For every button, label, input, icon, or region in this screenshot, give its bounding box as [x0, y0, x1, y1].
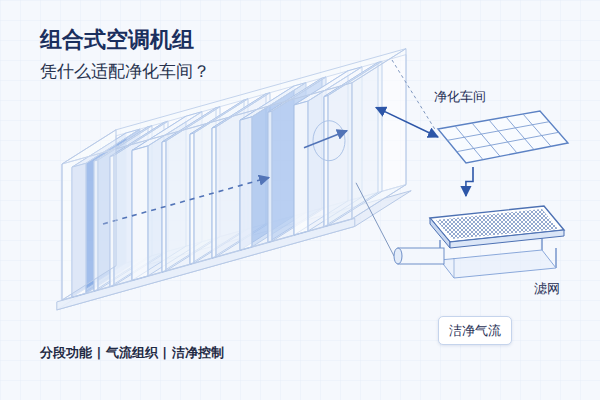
housing-front [62, 83, 352, 300]
grid-line [447, 122, 549, 141]
filter-unit: 滤网 [392, 196, 568, 299]
clean-air-box: 洁净气流 [438, 316, 512, 345]
duct-end [394, 248, 402, 264]
filter-base [440, 250, 556, 278]
grid-panel [428, 109, 578, 167]
node-label: 净化车间 [434, 88, 578, 105]
cleanroom-panel: 净化车间 [428, 88, 578, 167]
feature-strip: 分段功能 | 气流组织 | 洁净控制 [40, 344, 224, 362]
filter-edge [430, 218, 450, 248]
flow-arrow [466, 167, 473, 196]
unit-drawing [57, 49, 411, 310]
node-label: 滤网 [534, 280, 560, 297]
subtitle: 凭什么适配净化车间？ [40, 60, 210, 83]
filter-box [392, 196, 568, 280]
panel-outline [438, 111, 568, 163]
filter-leg [555, 248, 556, 268]
supply-arrow [376, 107, 438, 137]
title: 组合式空调机组 [40, 26, 194, 54]
leader-line [356, 183, 394, 256]
housing-end [62, 130, 116, 300]
grid-line [523, 114, 551, 146]
node-label: 洁净气流 [449, 322, 501, 339]
leader-line [392, 60, 436, 131]
heading-block: 组合式空调机组 [40, 26, 194, 54]
filter-edge [450, 230, 564, 248]
duct [398, 248, 444, 264]
grid-line [457, 132, 559, 151]
housing-end [352, 49, 406, 219]
